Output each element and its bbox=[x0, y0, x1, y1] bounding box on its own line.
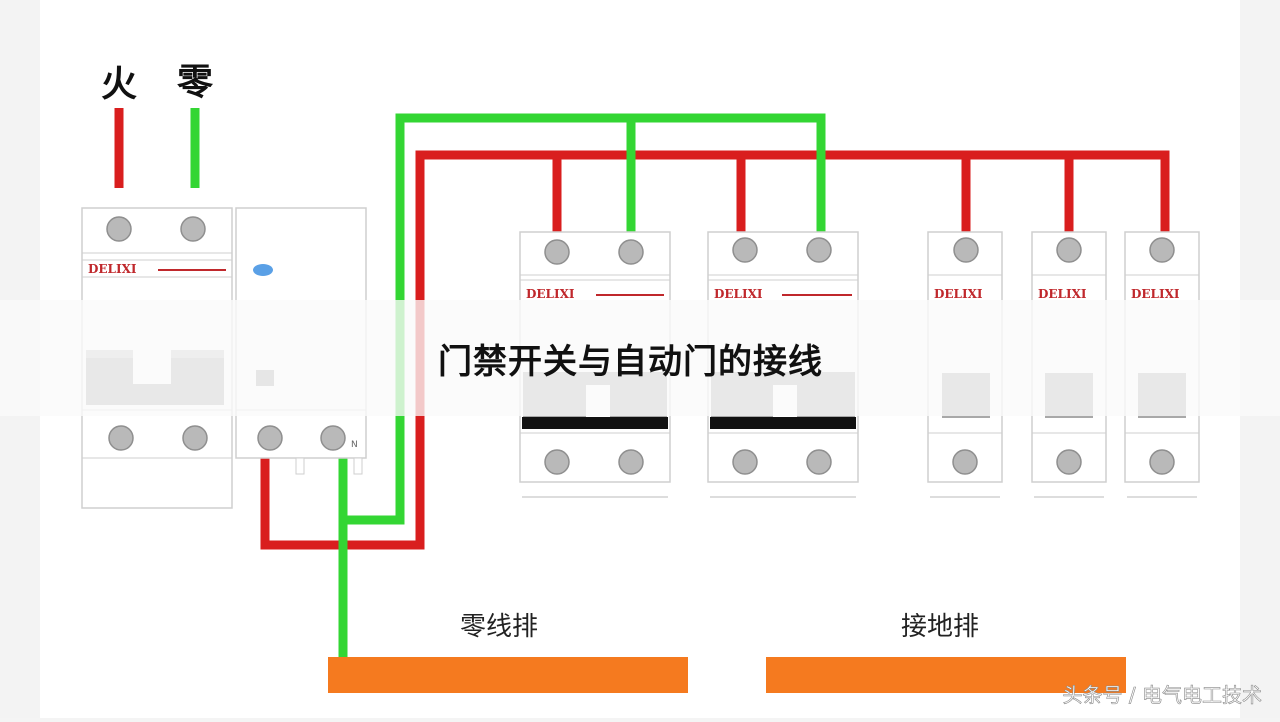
terminal bbox=[953, 237, 979, 263]
neutral-busbar bbox=[328, 657, 688, 693]
title-banner bbox=[0, 300, 1280, 416]
terminal bbox=[952, 449, 978, 475]
terminal bbox=[108, 425, 134, 451]
brand-label: DELIXI bbox=[1131, 287, 1180, 301]
terminal bbox=[1149, 449, 1175, 475]
brand-label: DELIXI bbox=[934, 287, 983, 301]
terminal bbox=[106, 216, 132, 242]
brand-label: DELIXI bbox=[714, 287, 763, 301]
terminal bbox=[1149, 237, 1175, 263]
terminal bbox=[1056, 237, 1082, 263]
terminal bbox=[1056, 449, 1082, 475]
ground-busbar bbox=[766, 657, 1126, 693]
terminal bbox=[544, 449, 570, 475]
terminal bbox=[544, 239, 570, 265]
neutral-label: 零 bbox=[177, 62, 214, 103]
brand-label: DELIXI bbox=[526, 287, 575, 301]
terminal bbox=[257, 425, 283, 451]
terminal bbox=[618, 449, 644, 475]
terminal-n-label: N bbox=[351, 440, 358, 450]
watermark: 头条号 / 电气电工技术 bbox=[1063, 683, 1262, 707]
live-label: 火 bbox=[101, 64, 137, 105]
ground-bar-label: 接地排 bbox=[901, 612, 979, 642]
terminal bbox=[180, 216, 206, 242]
brand-label: DELIXI bbox=[88, 262, 137, 276]
brand-label: DELIXI bbox=[1038, 287, 1087, 301]
indicator-light bbox=[253, 264, 273, 276]
terminal bbox=[618, 239, 644, 265]
terminal bbox=[320, 425, 346, 451]
terminal bbox=[806, 449, 832, 475]
terminal bbox=[806, 237, 832, 263]
terminal bbox=[732, 449, 758, 475]
terminal bbox=[732, 237, 758, 263]
neutral-bar-label: 零线排 bbox=[460, 612, 538, 642]
terminal bbox=[182, 425, 208, 451]
page-title: 门禁开关与自动门的接线 bbox=[438, 342, 823, 382]
